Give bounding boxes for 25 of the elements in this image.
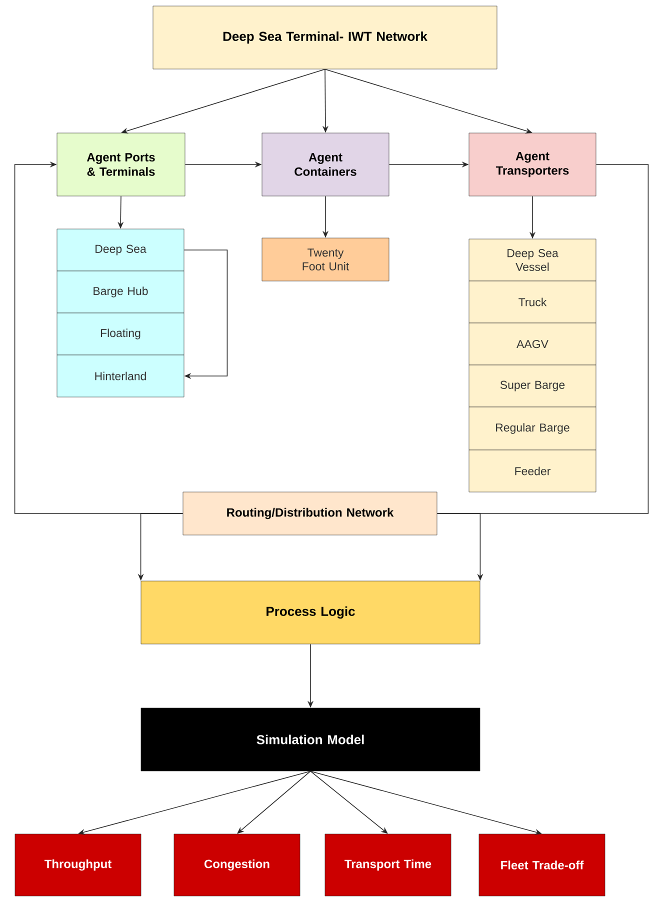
agent-box: Agent Containers: [262, 132, 390, 196]
list-cell: Truck: [468, 280, 596, 324]
output-box: Transport Time: [324, 834, 452, 896]
list-cell: Floating: [56, 312, 184, 356]
list-cell: Regular Barge: [468, 406, 596, 450]
list-cell: Hinterland: [56, 354, 184, 398]
model-box: Simulation Model: [140, 708, 480, 772]
list-cell: AAGV: [468, 322, 596, 366]
network-box: Routing/Distribution Network: [182, 492, 438, 536]
list-cell: Barge Hub: [56, 270, 184, 314]
arrow: [310, 770, 388, 834]
output-box: Fleet Trade-off: [478, 834, 606, 896]
arrow: [184, 250, 228, 380]
output-box: Throughput: [14, 834, 142, 896]
list-cell: Deep Sea: [56, 228, 184, 272]
output-box: Congestion: [174, 834, 300, 896]
list-cell: Deep Sea Vessel: [468, 238, 596, 282]
list-cell: Super Barge: [468, 364, 596, 408]
arrow: [237, 770, 311, 834]
agent-box: Agent Ports & Terminals: [56, 132, 186, 196]
unit-box: Twenty Foot Unit: [262, 238, 390, 282]
title-box: Deep Sea Terminal- IWT Network: [152, 6, 498, 70]
agent-box: Agent Transporters: [468, 132, 596, 196]
process-box: Process Logic: [140, 580, 480, 644]
list-cell: Feeder: [468, 450, 596, 492]
